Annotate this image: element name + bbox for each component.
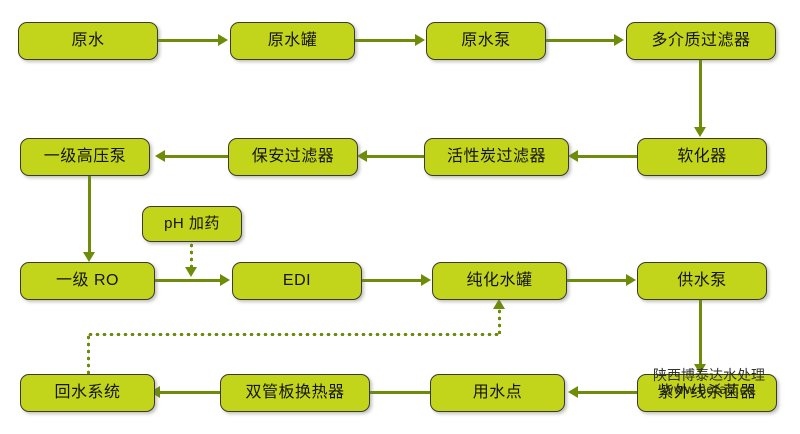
node-return-system[interactable]: 回水系统 — [20, 374, 155, 412]
node-label: 原水泵 — [461, 31, 511, 49]
node-label: 用水点 — [472, 383, 523, 401]
node-multimedia-filter[interactable]: 多介质过滤器 — [626, 22, 776, 60]
node-label: EDI — [282, 271, 312, 289]
node-uv-sterilizer[interactable]: 紫外线杀菌器 — [637, 374, 777, 412]
node-heat-exchanger[interactable]: 双管板换热器 — [220, 374, 370, 412]
connector-uv-to-point-of-use — [576, 391, 638, 394]
node-label: 纯化水罐 — [466, 271, 533, 289]
node-label: 多介质过滤器 — [651, 31, 751, 49]
arrowhead-pure-water-tank-to-supply-pump — [626, 274, 636, 286]
arrowhead-edi-to-pure-water-tank — [421, 274, 431, 286]
node-label: 一级 RO — [56, 271, 119, 289]
connector-ro-to-edi — [155, 279, 223, 282]
connector-heat-exchanger-to-return-system — [158, 391, 220, 394]
arrowhead-uv-to-point-of-use — [568, 386, 578, 398]
connector-return-loop-horizontal — [87, 333, 501, 336]
node-security-filter[interactable]: 保安过滤器 — [228, 138, 358, 176]
connector-edi-to-pure-water-tank — [362, 279, 424, 282]
node-raw-water[interactable]: 原水 — [18, 22, 158, 60]
connector-pump-to-multimedia-filter — [546, 39, 616, 42]
connector-pure-water-tank-to-supply-pump — [567, 279, 629, 282]
node-hp-pump[interactable]: 一级高压泵 — [20, 138, 150, 176]
connector-point-of-use-to-heat-exchanger — [368, 391, 430, 394]
arrowhead-pump-to-multimedia-filter — [614, 34, 624, 46]
arrowhead-return-loop-to-pure-water-tank — [493, 299, 505, 309]
node-ro-stage1[interactable]: 一级 RO — [20, 262, 155, 300]
arrowhead-softener-to-carbon-filter — [568, 150, 578, 162]
connector-softener-to-carbon-filter — [576, 155, 638, 158]
connector-multimedia-filter-to-softener — [699, 60, 702, 132]
arrowhead-hp-pump-to-ro — [83, 252, 95, 262]
node-point-of-use[interactable]: 用水点 — [430, 374, 565, 412]
connector-ph-dosing-to-ro-line — [190, 242, 193, 270]
connector-tank-to-pump — [355, 39, 417, 42]
node-label: pH 加药 — [164, 215, 220, 233]
node-label: 紫外线杀菌器 — [657, 383, 757, 401]
arrowhead-supply-pump-to-uv — [694, 364, 706, 374]
connector-supply-pump-to-uv — [699, 300, 702, 368]
arrowhead-ph-dosing-to-ro-line — [185, 267, 197, 277]
connector-carbon-filter-to-security-filter — [365, 155, 425, 158]
arrowhead-multimedia-filter-to-softener — [694, 127, 706, 137]
node-label: 原水罐 — [267, 31, 318, 49]
node-supply-pump[interactable]: 供水泵 — [637, 262, 767, 300]
node-label: 供水泵 — [677, 271, 727, 289]
node-label: 软化器 — [677, 147, 727, 165]
node-label: 双管板换热器 — [245, 383, 345, 401]
connector-hp-pump-to-ro — [88, 176, 91, 256]
arrowhead-heat-exchanger-to-return-system — [150, 386, 160, 398]
arrowhead-tank-to-pump — [415, 34, 425, 46]
connector-return-loop-vertical-left — [87, 334, 90, 376]
node-raw-water-pump[interactable]: 原水泵 — [426, 22, 546, 60]
node-label: 保安过滤器 — [251, 147, 335, 165]
node-label: 原水 — [71, 31, 105, 49]
connector-return-loop-vertical-right — [498, 308, 501, 334]
arrowhead-ro-to-edi — [220, 274, 230, 286]
connector-raw-water-to-tank — [158, 39, 220, 42]
arrowhead-carbon-filter-to-security-filter — [357, 150, 367, 162]
node-softener[interactable]: 软化器 — [637, 138, 767, 176]
connector-security-filter-to-hp-pump — [163, 155, 229, 158]
node-label: 回水系统 — [54, 383, 121, 401]
arrowhead-security-filter-to-hp-pump — [155, 150, 165, 162]
node-pure-water-tank[interactable]: 纯化水罐 — [432, 262, 567, 300]
node-edi[interactable]: EDI — [232, 262, 362, 300]
node-label: 一级高压泵 — [43, 147, 127, 165]
node-label: 活性炭过滤器 — [446, 147, 546, 165]
node-carbon-filter[interactable]: 活性炭过滤器 — [424, 138, 569, 176]
arrowhead-raw-water-to-tank — [218, 34, 228, 46]
node-ph-dosing[interactable]: pH 加药 — [142, 206, 242, 242]
node-raw-water-tank[interactable]: 原水罐 — [230, 22, 355, 60]
